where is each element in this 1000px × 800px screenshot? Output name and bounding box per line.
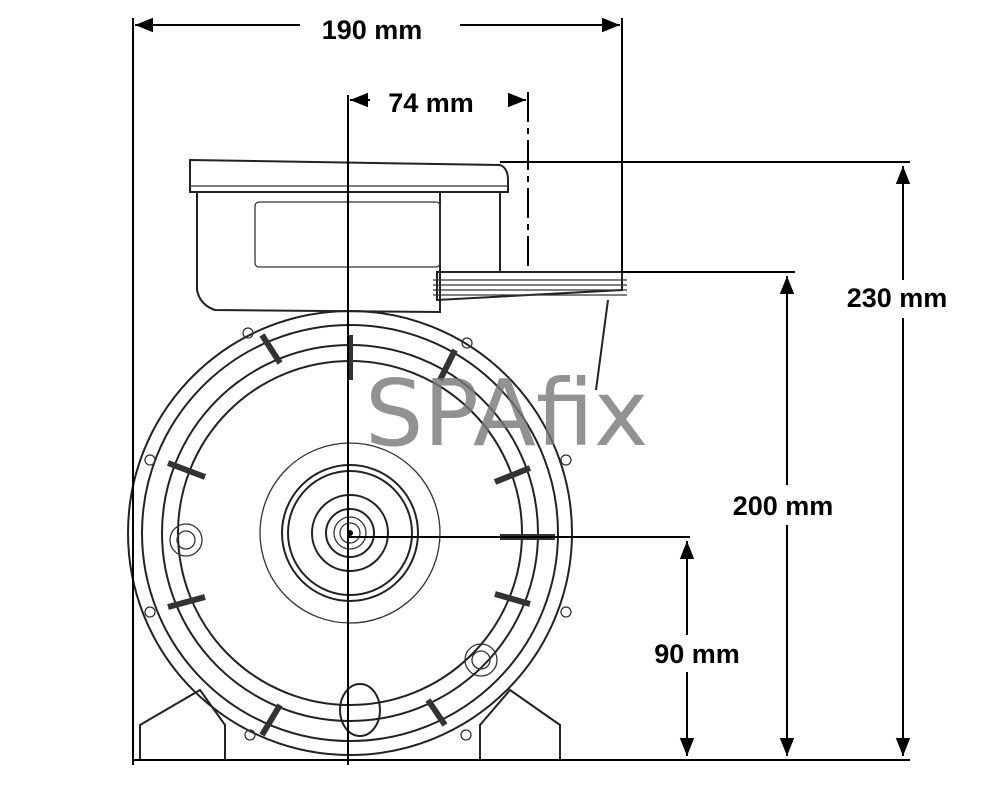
outlet-port	[433, 271, 627, 391]
dimension-label-190: 190 mm	[322, 15, 423, 45]
dimension-overall-width: 190 mm	[132, 15, 623, 765]
dimension-overall-height: 230 mm	[500, 161, 948, 756]
watermark-logo: SPAfix	[365, 360, 648, 467]
dimension-shaft-height: 90 mm	[654, 541, 740, 756]
centerlines	[347, 95, 690, 765]
dimension-outlet-height: 200 mm	[622, 271, 834, 756]
dimension-label-200: 200 mm	[733, 491, 834, 521]
mounting-feet	[139, 688, 561, 761]
dimension-label-74: 74 mm	[388, 88, 474, 118]
dimension-outlet-offset: 74 mm	[350, 88, 529, 272]
dimension-label-230: 230 mm	[847, 283, 948, 313]
dimension-label-90: 90 mm	[654, 639, 740, 669]
